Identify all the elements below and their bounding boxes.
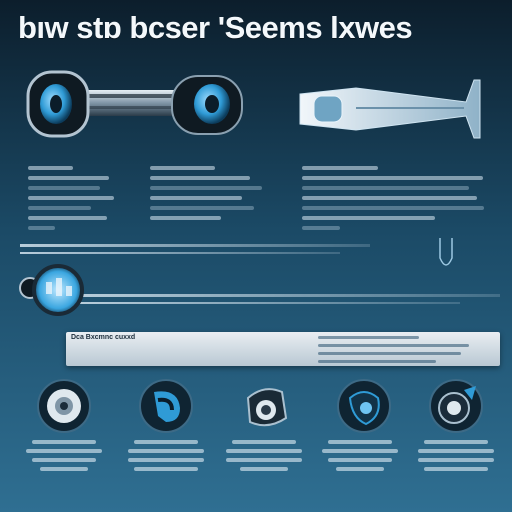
earbud-front-icon: [37, 379, 91, 433]
earpiece-tool-icon: [26, 70, 243, 138]
blade-tool-icon: [299, 79, 481, 139]
info-bar-label: Dca Bxcmnc cuxxd: [71, 334, 136, 341]
info-bar-text: [318, 336, 486, 368]
earpiece-hook-icon: [139, 379, 193, 433]
caption-2: [126, 440, 206, 476]
ear-sensor-icon: [337, 379, 391, 433]
page-title: bıw stɒ bcser 'Seems lxwes: [18, 10, 413, 45]
caption-5: [416, 440, 496, 476]
text-block-2: [150, 166, 268, 226]
earphone-pair-icon: [246, 388, 288, 427]
earbud-cutaway-icon: [429, 379, 483, 433]
caption-1: [24, 440, 104, 476]
cable-diagram: [19, 238, 500, 316]
text-block-3: [302, 166, 492, 236]
caption-3: [224, 440, 304, 476]
text-block-1: [28, 166, 118, 236]
caption-4: [320, 440, 400, 476]
